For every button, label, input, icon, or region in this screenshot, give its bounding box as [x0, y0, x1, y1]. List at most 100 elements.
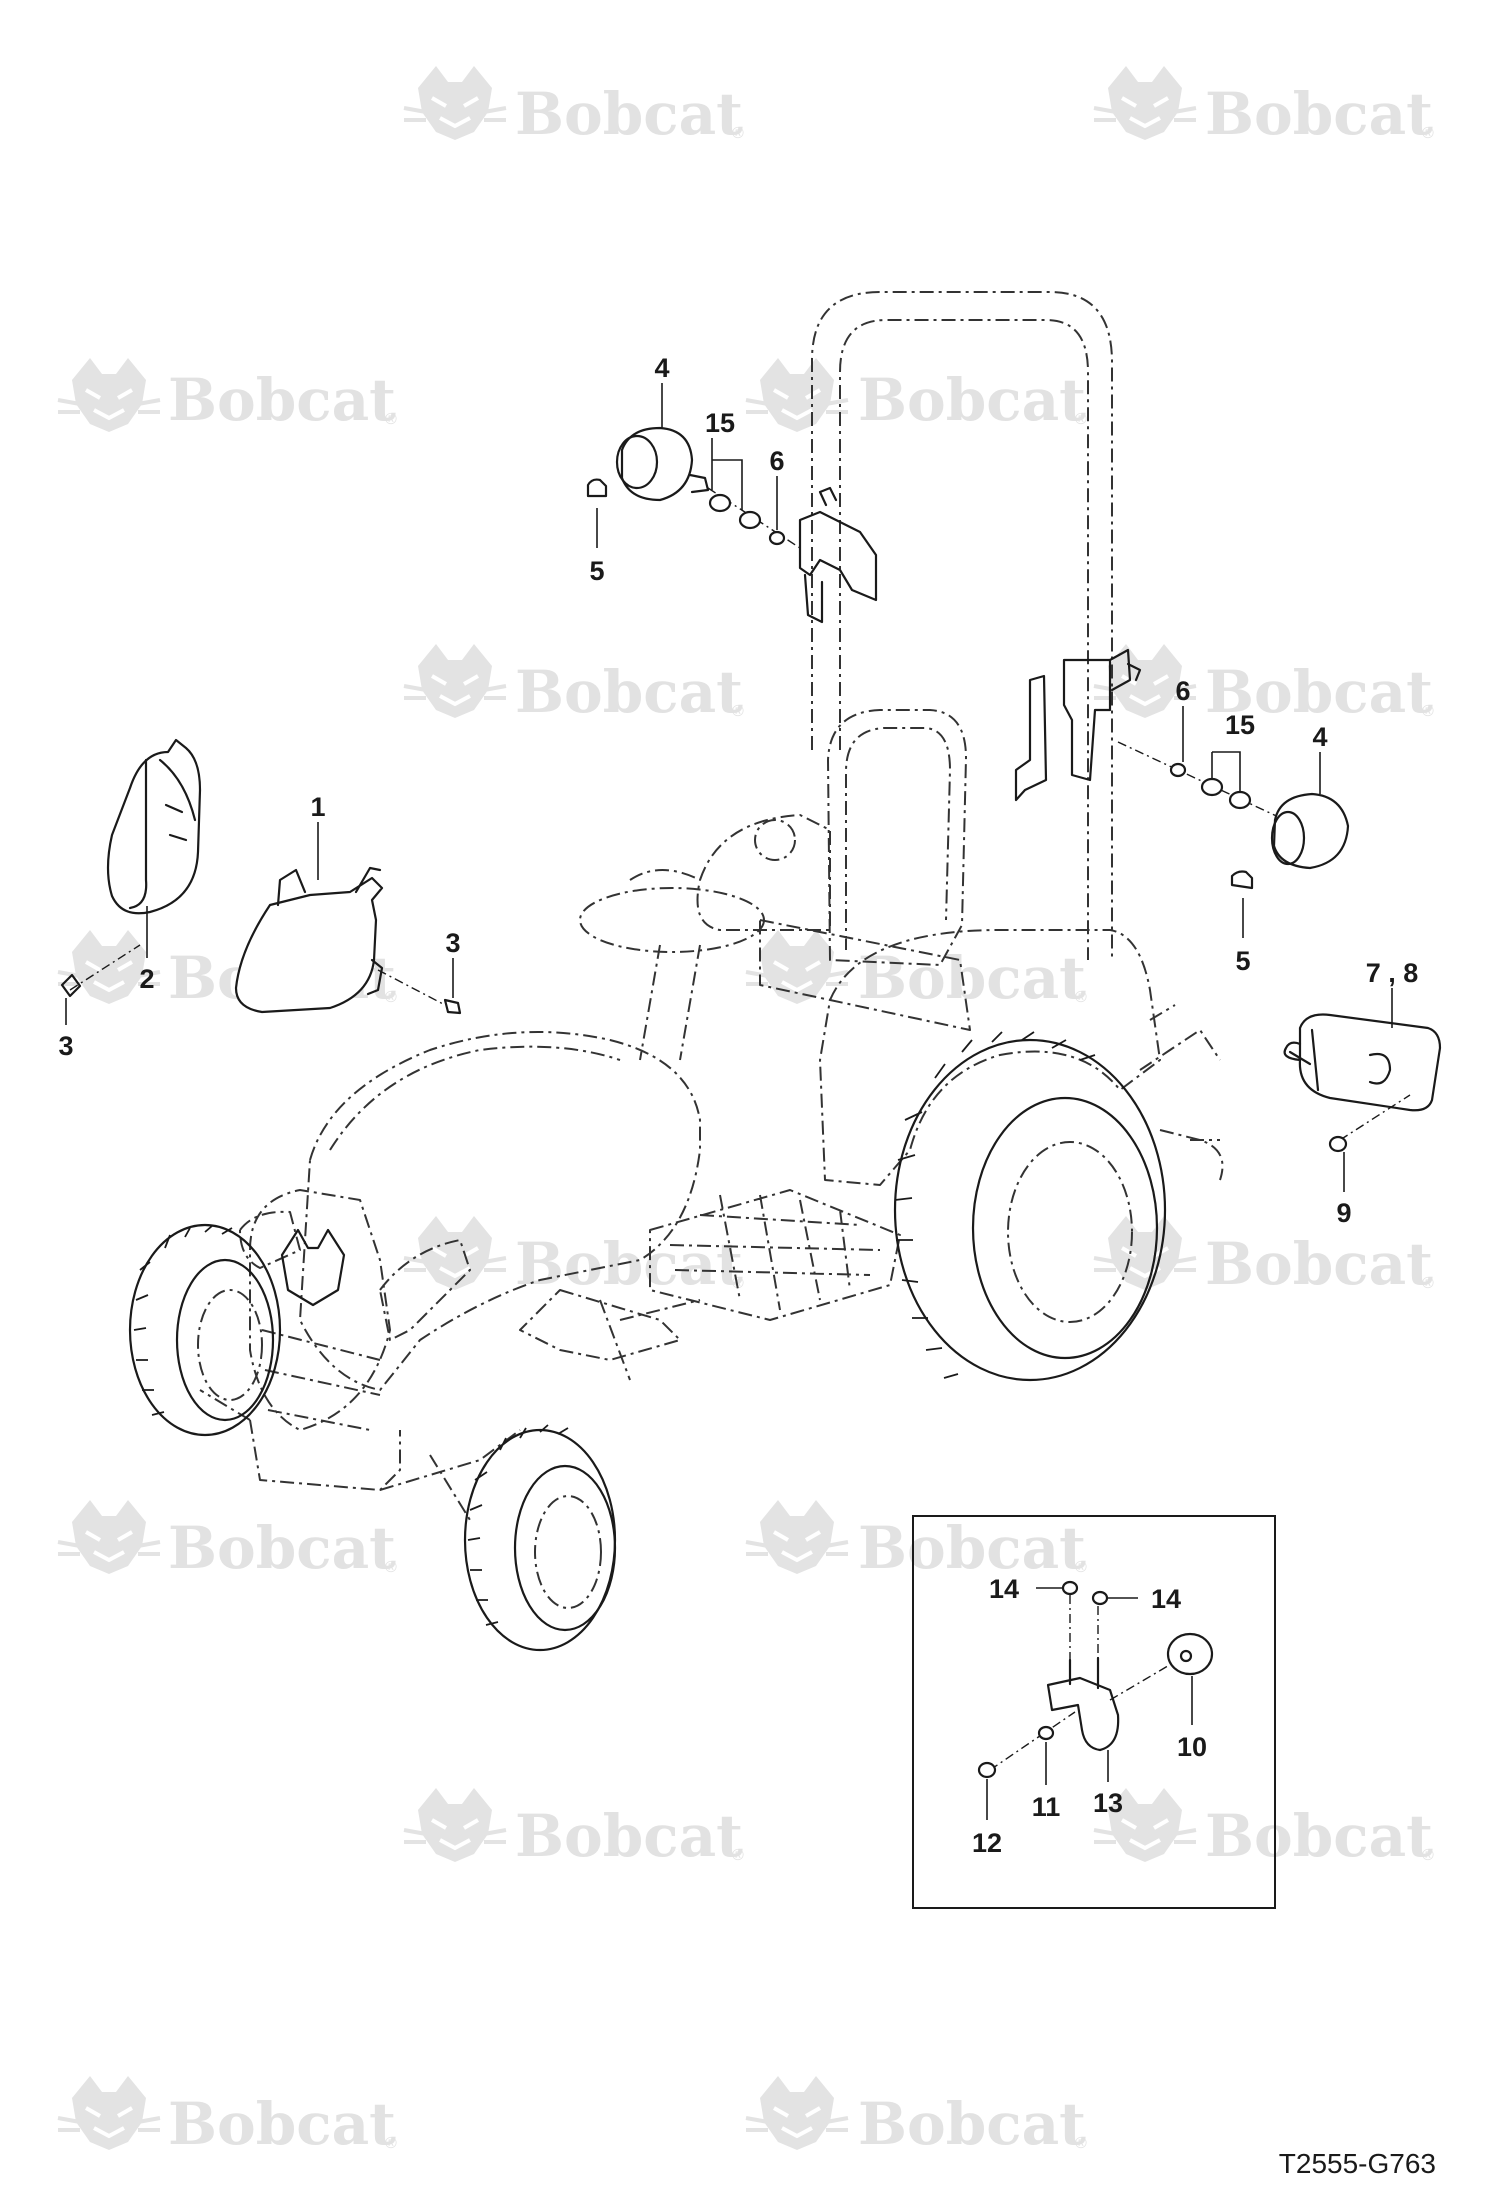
watermark-mark: ®	[732, 125, 744, 142]
watermark: Bobcat ®	[56, 1498, 397, 1582]
watermark-mark: ®	[385, 989, 397, 1006]
bobcat-logo-icon	[56, 2074, 162, 2152]
hood-logo-badge	[280, 1228, 346, 1307]
watermark-text: Bobcat	[1205, 1802, 1433, 1870]
front-left-tire	[128, 1223, 282, 1437]
callout-3: 3	[445, 928, 460, 958]
callout-1: 1	[310, 792, 325, 822]
watermark-mark: ®	[1422, 1275, 1434, 1292]
bobcat-logo-icon	[744, 1498, 850, 1576]
watermark: Bobcat ®	[744, 1498, 1087, 1582]
callout-7-8: 7 , 8	[1366, 958, 1419, 988]
watermark-text: Bobcat	[515, 80, 743, 148]
callout-labels: 1 2 3 3 4 4 5 5 6 6 7 , 8 9 10 11 12 13 …	[58, 353, 1418, 1858]
watermark: Bobcat ®	[402, 1214, 744, 1298]
part-4-work-light-upper	[615, 383, 710, 502]
watermark-mark: ®	[732, 703, 744, 720]
bobcat-logo-icon	[402, 1214, 508, 1292]
part-10-reflector	[1109, 1632, 1214, 1725]
watermark: Bobcat ®	[1092, 642, 1434, 726]
watermark-text: Bobcat	[1205, 1230, 1433, 1298]
watermark: Bobcat ®	[402, 64, 744, 148]
watermark: Bobcat ®	[1092, 1214, 1434, 1298]
part-9-nut	[1328, 1094, 1411, 1192]
watermark: Bobcat ®	[1092, 1786, 1434, 1870]
part-3-screw-right	[377, 958, 462, 1015]
steering-wheel	[579, 887, 765, 953]
watermark-text: Bobcat	[858, 2090, 1086, 2158]
hood	[299, 1031, 701, 1391]
left-headlamp	[239, 1210, 301, 1269]
watermark-mark: ®	[1422, 125, 1434, 142]
drawing-number: T2555-G763	[1278, 2148, 1436, 2179]
part-13-reflector-bracket	[1046, 1656, 1120, 1782]
watermark-text: Bobcat	[168, 1514, 396, 1582]
callout-12: 12	[972, 1828, 1002, 1858]
detail-inset-reflector	[912, 1515, 1276, 1909]
callout-15: 15	[705, 408, 735, 438]
callout-2: 2	[139, 964, 154, 994]
watermark-text: Bobcat	[858, 1514, 1086, 1582]
bobcat-logo-icon	[56, 1498, 162, 1576]
watermark-text: Bobcat	[515, 1230, 743, 1298]
watermark-mark: ®	[1422, 1847, 1434, 1864]
rear-hitch	[1139, 1004, 1224, 1181]
callout-13: 13	[1093, 1788, 1123, 1818]
watermark-text: Bobcat	[1205, 658, 1433, 726]
watermark: Bobcat ®	[402, 642, 744, 726]
chassis	[519, 1289, 701, 1381]
watermark: Bobcat ®	[56, 356, 397, 434]
part-15-washers-upper	[707, 438, 801, 549]
callout-11: 11	[1032, 1792, 1061, 1822]
watermark-text: Bobcat	[858, 944, 1086, 1012]
callout-3: 3	[58, 1031, 73, 1061]
watermark-mark: ®	[385, 1559, 397, 1576]
right-headlamp	[379, 1239, 471, 1341]
part-14-nut-right	[1091, 1590, 1138, 1658]
bobcat-logo-icon	[1092, 64, 1198, 142]
front-right-tire	[463, 1424, 617, 1652]
watermark: Bobcat ®	[1092, 64, 1434, 148]
watermark: Bobcat ®	[56, 2074, 397, 2158]
callout-14: 14	[989, 1574, 1019, 1604]
tractor-phantom-outline	[199, 291, 1224, 1521]
watermark: Bobcat ®	[744, 2074, 1087, 2158]
callout-14: 14	[1151, 1584, 1181, 1614]
watermark-layer: Bobcat ® Bobcat ® Bobcat ® Bobcat ® Bobc…	[56, 64, 1434, 2158]
watermark: Bobcat ®	[402, 1786, 744, 1870]
bobcat-logo-icon	[56, 356, 162, 434]
callout-5: 5	[589, 556, 604, 586]
watermark-mark: ®	[385, 411, 397, 428]
bobcat-logo-icon	[402, 1786, 508, 1864]
grille	[249, 1189, 391, 1431]
right-fender	[819, 929, 1161, 1186]
steering-column	[629, 869, 701, 1061]
watermark-text: Bobcat	[515, 658, 743, 726]
watermark: Bobcat ®	[744, 928, 1087, 1012]
callout-6: 6	[769, 446, 784, 476]
callout-10: 10	[1177, 1732, 1207, 1762]
callout-9: 9	[1336, 1198, 1351, 1228]
watermark-text: Bobcat	[168, 366, 396, 434]
watermark-text: Bobcat	[858, 366, 1086, 434]
callout-15: 15	[1225, 710, 1255, 740]
part-6-nut-right	[1117, 706, 1286, 821]
watermark-mark: ®	[385, 2135, 397, 2152]
fuel-tank	[696, 814, 831, 931]
fuel-cap	[754, 819, 796, 861]
watermark-text: Bobcat	[1205, 80, 1433, 148]
floor-platform	[649, 1189, 901, 1321]
hood-top-edge	[329, 1045, 621, 1151]
part-3-screw-left	[60, 944, 141, 1025]
bobcat-logo-icon	[744, 356, 850, 434]
part-2-headlamp-housing	[106, 738, 202, 958]
callout-4: 4	[654, 353, 669, 383]
callout-6: 6	[1175, 676, 1190, 706]
front-frame	[199, 1389, 521, 1521]
part-14-nut-left	[1036, 1580, 1079, 1660]
part-4-work-light-right	[1270, 752, 1350, 870]
bobcat-logo-icon	[402, 642, 508, 720]
callout-4: 4	[1312, 722, 1327, 752]
watermark-mark: ®	[732, 1275, 744, 1292]
